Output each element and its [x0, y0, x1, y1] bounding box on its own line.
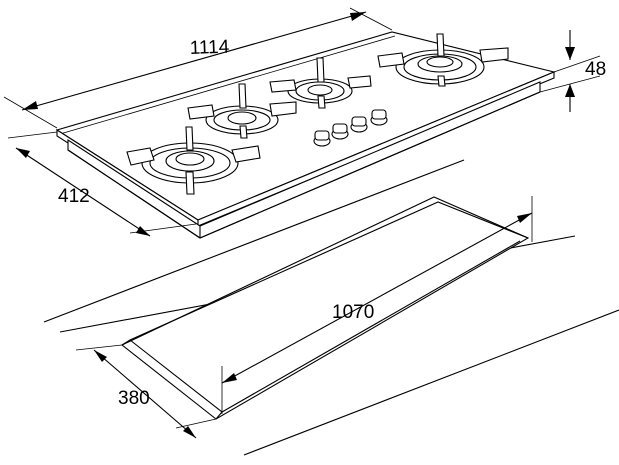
label-hob-width: 1114 [189, 37, 230, 59]
label-hob-depth: 412 [58, 186, 90, 207]
dimension-cutout-depth: 380 [75, 344, 217, 439]
label-cutout-depth: 380 [118, 388, 150, 409]
worktop-back-edge [43, 159, 465, 323]
label-cutout-width: 1070 [332, 302, 374, 323]
control-knobs [313, 109, 388, 147]
dimension-hob-width: 1114 [3, 7, 393, 129]
dimension-hob-height: 48 [539, 30, 606, 112]
knob-3 [350, 116, 368, 133]
label-hob-height: 48 [585, 59, 606, 80]
knob-1 [313, 130, 331, 147]
burner-middle [269, 57, 372, 109]
dimension-hob-depth: 412 [7, 131, 197, 237]
burner-back-left [187, 83, 297, 139]
knob-2 [331, 123, 349, 140]
hob-side-edge [197, 71, 555, 227]
burner-back-right [377, 33, 509, 87]
burner-front-left [126, 126, 261, 195]
knob-4 [370, 109, 388, 126]
worktop-front-edge [243, 309, 619, 456]
cutout-opening [120, 196, 530, 420]
dimension-cutout-width: 1070 [221, 196, 533, 414]
hob-drawing [55, 31, 556, 239]
